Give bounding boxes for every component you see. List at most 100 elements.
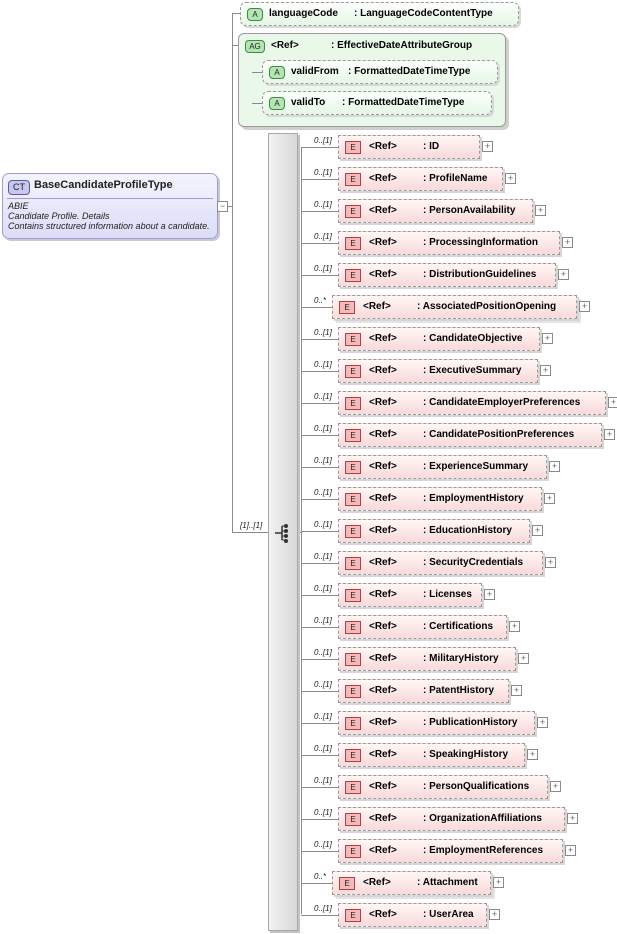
element-badge: E	[345, 461, 361, 474]
element-box[interactable]: E<Ref>: EmploymentReferences	[338, 839, 563, 863]
expand-toggle[interactable]: +	[544, 493, 555, 504]
element-name: : SecurityCredentials	[423, 557, 524, 568]
expand-toggle[interactable]: +	[527, 749, 538, 760]
element-badge: E	[345, 333, 361, 346]
expand-toggle[interactable]: +	[489, 909, 500, 920]
collapse-toggle[interactable]: −	[217, 201, 228, 212]
expand-toggle[interactable]: +	[558, 269, 569, 280]
element-connector	[301, 211, 338, 212]
expand-toggle[interactable]: +	[604, 429, 615, 440]
element-box[interactable]: E<Ref>: Licenses	[338, 583, 482, 607]
element-badge: E	[345, 173, 361, 186]
attribute-validfrom[interactable]: A validFrom : FormattedDateTimeType	[262, 60, 498, 84]
element-connector	[301, 179, 338, 180]
expand-toggle[interactable]: +	[511, 685, 522, 696]
expand-toggle[interactable]: +	[535, 205, 546, 216]
element-name: : PatentHistory	[423, 685, 495, 696]
group-attr-connector-validfrom	[252, 72, 262, 73]
element-name: : DistributionGuidelines	[423, 269, 537, 280]
attribute-badge: A	[269, 97, 285, 110]
expand-toggle[interactable]: +	[505, 173, 516, 184]
element-box[interactable]: E<Ref>: MilitaryHistory	[338, 647, 516, 671]
element-box[interactable]: E<Ref>: Certifications	[338, 615, 507, 639]
element-connector	[301, 691, 338, 692]
element-box[interactable]: E<Ref>: ExperienceSummary	[338, 455, 547, 479]
element-multiplicity: 0..[1]	[314, 520, 332, 529]
element-box[interactable]: E <Ref> : PatentHistory	[338, 679, 509, 703]
attribute-validto[interactable]: A validTo : FormattedDateTimeType	[262, 91, 492, 115]
element-box[interactable]: E<Ref>: EducationHistory	[338, 519, 530, 543]
element-box[interactable]: E<Ref>: ProcessingInformation	[338, 231, 560, 255]
expand-toggle[interactable]: +	[579, 301, 590, 312]
sequence-multiplicity: [1]..[1]	[240, 521, 263, 530]
element-multiplicity: 0..[1]	[314, 840, 332, 849]
expand-toggle[interactable]: +	[482, 141, 493, 152]
element-ref: <Ref>	[369, 813, 397, 824]
expand-toggle[interactable]: +	[509, 621, 520, 632]
expand-toggle[interactable]: +	[540, 365, 551, 376]
expand-toggle[interactable]: +	[567, 813, 578, 824]
element-box[interactable]: E<Ref>: PersonAvailability	[338, 199, 533, 223]
element-badge: E	[345, 653, 361, 666]
element-multiplicity: 0..[1]	[314, 168, 332, 177]
expand-toggle[interactable]: +	[493, 877, 504, 888]
element-connector	[301, 755, 338, 756]
element-multiplicity: 0..[1]	[314, 712, 332, 721]
element-ref: <Ref>	[369, 685, 397, 696]
expand-toggle[interactable]: +	[562, 237, 573, 248]
expand-toggle[interactable]: +	[532, 525, 543, 536]
element-multiplicity: 0..[1]	[314, 808, 332, 817]
expand-toggle[interactable]: +	[549, 461, 560, 472]
element-badge: E	[345, 685, 361, 698]
complex-type-box[interactable]: CT BaseCandidateProfileType ABIE Candida…	[2, 173, 218, 239]
element-badge: E	[345, 621, 361, 634]
element-name: : PersonQualifications	[423, 781, 530, 792]
element-badge: E	[345, 365, 361, 378]
element-connector	[301, 499, 338, 500]
element-multiplicity: 0..[1]	[314, 136, 332, 145]
attribute-languagecode[interactable]: A languageCode : LanguageCodeContentType	[240, 2, 519, 26]
complex-type-doc-line: Contains structured information about a …	[8, 221, 210, 231]
element-box[interactable]: E<Ref>: PublicationHistory	[338, 711, 535, 735]
element-box[interactable]: E<Ref>: CandidateObjective	[338, 327, 540, 351]
element-name: : Licenses	[423, 589, 472, 600]
expand-toggle[interactable]: +	[608, 397, 617, 408]
expand-toggle[interactable]: +	[518, 653, 529, 664]
element-multiplicity: 0..[1]	[314, 232, 332, 241]
element-badge: E	[345, 717, 361, 730]
element-badge: E	[345, 557, 361, 570]
element-box[interactable]: E<Ref>: PersonQualifications	[338, 775, 548, 799]
expand-toggle[interactable]: +	[545, 557, 556, 568]
element-box[interactable]: E<Ref>: CandidateEmployerPreferences	[338, 391, 606, 415]
expand-toggle[interactable]: +	[565, 845, 576, 856]
element-box[interactable]: E<Ref>: UserArea	[338, 903, 487, 927]
element-box[interactable]: E<Ref>: CandidatePositionPreferences	[338, 423, 602, 447]
element-ref: <Ref>	[369, 781, 397, 792]
expand-toggle[interactable]: +	[537, 717, 548, 728]
element-box[interactable]: E<Ref>: Attachment	[332, 871, 491, 895]
element-connector	[301, 883, 332, 884]
expand-toggle[interactable]: +	[542, 333, 553, 344]
element-name: : EducationHistory	[423, 525, 512, 536]
element-badge: E	[345, 493, 361, 506]
expand-toggle[interactable]: +	[484, 589, 495, 600]
element-badge: E	[345, 749, 361, 762]
element-box[interactable]: E<Ref>: AssociatedPositionOpening	[332, 295, 577, 319]
element-box[interactable]: E<Ref>: SecurityCredentials	[338, 551, 543, 575]
attribute-group-badge: AG	[245, 40, 265, 53]
element-box[interactable]: E<Ref>: ProfileName	[338, 167, 503, 191]
element-box[interactable]: E<Ref>: OrganizationAffiliations	[338, 807, 565, 831]
element-box[interactable]: E<Ref>: SpeakingHistory	[338, 743, 525, 767]
element-name: : EmploymentHistory	[423, 493, 524, 504]
element-box[interactable]: E<Ref>: DistributionGuidelines	[338, 263, 556, 287]
complex-type-doc-line: Candidate Profile. Details	[8, 211, 110, 221]
element-connector	[301, 659, 338, 660]
expand-toggle[interactable]: +	[550, 781, 561, 792]
element-box[interactable]: E<Ref>: ID	[338, 135, 480, 159]
element-name: : ExperienceSummary	[423, 461, 529, 472]
element-box[interactable]: E<Ref>: EmploymentHistory	[338, 487, 542, 511]
element-ref: <Ref>	[369, 525, 397, 536]
sequence-compositor[interactable]	[268, 133, 298, 931]
attr-connector-group	[232, 45, 240, 46]
element-box[interactable]: E<Ref>: ExecutiveSummary	[338, 359, 538, 383]
